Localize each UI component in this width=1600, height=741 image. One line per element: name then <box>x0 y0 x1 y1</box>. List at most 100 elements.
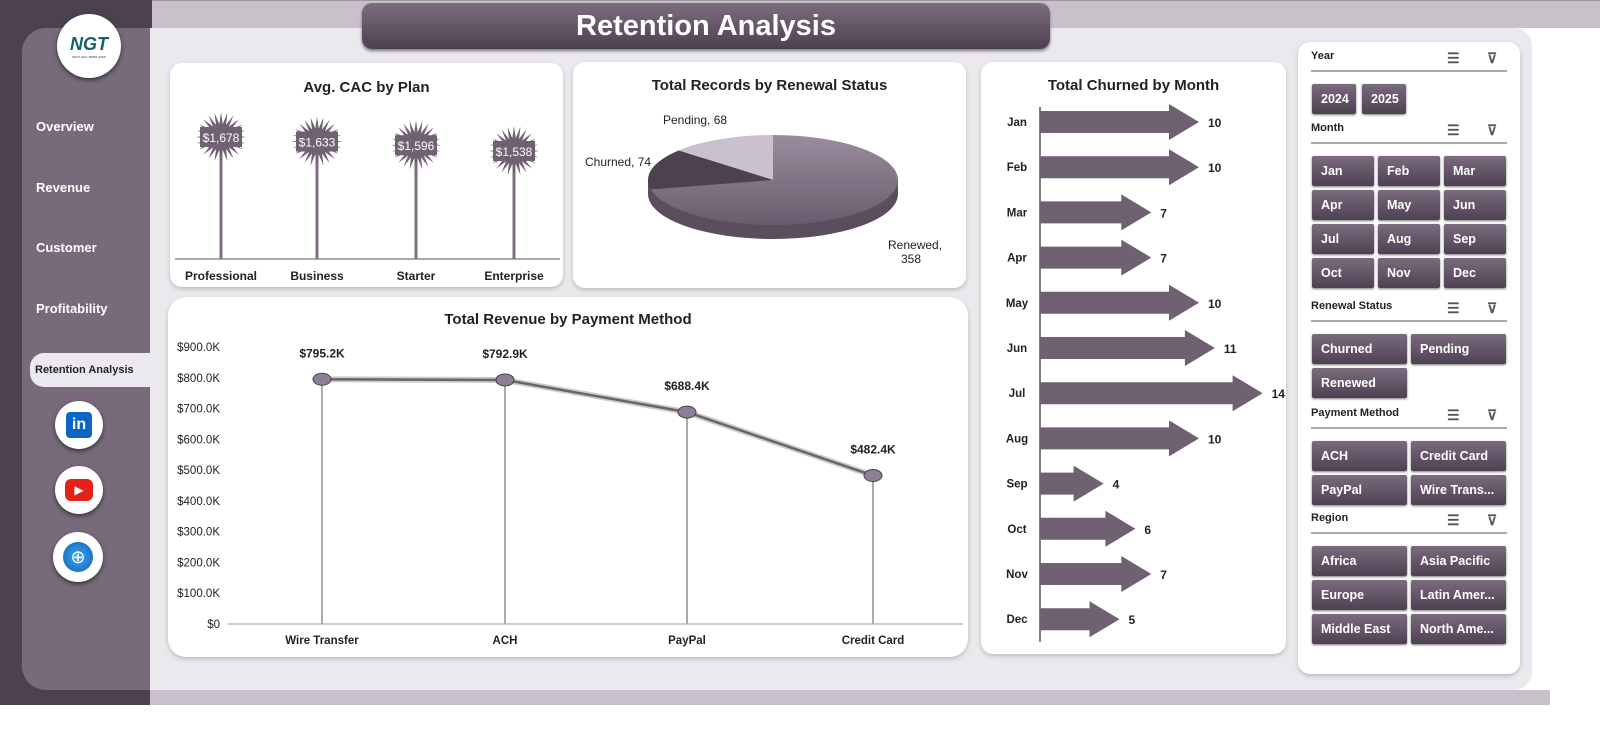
revenue-line <box>321 378 874 477</box>
churn-arrow-bar <box>1040 556 1152 592</box>
churn-arrow-bar <box>1040 104 1199 140</box>
nav-customer[interactable]: Customer <box>36 240 97 255</box>
revenue-data-label: $792.9K <box>482 347 528 361</box>
revenue-y-tick: $200.0K <box>177 557 220 569</box>
slicer-item-region[interactable]: Europe <box>1312 580 1407 610</box>
slicer-item-month[interactable]: May <box>1378 190 1440 220</box>
multi-select-icon[interactable]: ☰ <box>1447 407 1460 423</box>
slicer-header-month: Month☰⊽ <box>1311 122 1507 144</box>
churn-month-label: Jun <box>1007 343 1027 355</box>
nav-revenue[interactable]: Revenue <box>36 180 91 195</box>
cac-title: Avg. CAC by Plan <box>303 79 430 96</box>
churn-arrow-bar <box>1040 149 1199 186</box>
pie-slice-pending <box>678 135 773 180</box>
multi-select-icon[interactable]: ☰ <box>1447 300 1460 316</box>
slicer-item-region[interactable]: Latin Amer... <box>1411 580 1506 610</box>
slicer-item-year[interactable]: 2025 <box>1362 84 1406 114</box>
slicer-item-month[interactable]: Nov <box>1378 258 1440 288</box>
churn-value-label: 7 <box>1160 252 1167 266</box>
slicer-header-year: Year☰⊽ <box>1311 50 1507 72</box>
slicer-item-month[interactable]: Feb <box>1378 156 1440 186</box>
clear-filter-icon[interactable]: ⊽ <box>1487 407 1498 423</box>
revenue-y-tick: $100.0K <box>177 588 220 600</box>
multi-select-icon[interactable]: ☰ <box>1447 50 1460 66</box>
slicer-header-region: Region ☰ ⊽ <box>1311 512 1507 534</box>
slicer-item-renewal-status[interactable]: Churned <box>1312 334 1407 364</box>
revenue-y-tick: $900.0K <box>177 342 220 354</box>
logo-text: NGT <box>70 33 108 54</box>
slicer-item-payment-method[interactable]: Wire Trans... <box>1411 475 1506 505</box>
slicer-item-month[interactable]: Sep <box>1444 224 1506 254</box>
revenue-point-coins <box>677 405 697 419</box>
nav-overview[interactable]: Overview <box>36 119 94 134</box>
revenue-point-coins <box>312 372 332 386</box>
churn-month-label: Mar <box>1007 207 1028 219</box>
pie-label-pending: Pending, 68 <box>663 113 727 127</box>
cac-label-box <box>493 141 535 161</box>
churn-month-label: Jan <box>1007 117 1027 129</box>
churn-value-label: 10 <box>1208 116 1222 130</box>
globe-icon[interactable]: ⊕ <box>53 532 103 582</box>
churn-value-label: 14 <box>1272 387 1286 401</box>
linkedin-icon[interactable]: in <box>55 401 103 449</box>
slicer-item-month[interactable]: Mar <box>1444 156 1506 186</box>
slicer-item-region[interactable]: Africa <box>1312 546 1407 576</box>
pie-label-churned: Churned, 74 <box>585 155 651 169</box>
churn-month-label: Jul <box>1009 388 1026 400</box>
slicer-item-region[interactable]: North Ame... <box>1411 614 1506 644</box>
logo: NGT NEXT GEN TEMPLATES <box>57 14 121 78</box>
churn-arrow-bar <box>1040 194 1152 231</box>
churn-month-label: Apr <box>1007 253 1027 265</box>
churn-value-label: 5 <box>1129 613 1136 627</box>
slicer-item-month[interactable]: Oct <box>1312 258 1374 288</box>
churn-arrow-bar <box>1040 465 1104 502</box>
churn-month-label: Nov <box>1006 569 1028 581</box>
slicer-item-month[interactable]: Apr <box>1312 190 1374 220</box>
cac-label-box <box>296 131 338 152</box>
slicer-item-year[interactable]: 2024 <box>1312 84 1356 114</box>
slicer-item-payment-method[interactable]: PayPal <box>1312 475 1407 505</box>
slicer-item-payment-method[interactable]: ACH <box>1312 441 1407 471</box>
slicer-item-month[interactable]: Aug <box>1378 224 1440 254</box>
churn-arrow-bar <box>1040 601 1120 638</box>
slicer-item-month[interactable]: Jan <box>1312 156 1374 186</box>
multi-select-icon[interactable]: ☰ <box>1447 122 1460 138</box>
slicer-item-month[interactable]: Dec <box>1444 258 1506 288</box>
churn-month-label: Aug <box>1006 433 1028 445</box>
cac-value-label: $1,596 <box>398 139 435 153</box>
slicer-item-renewal-status[interactable]: Renewed <box>1312 368 1407 398</box>
multi-select-icon[interactable]: ☰ <box>1447 512 1460 528</box>
cac-value-label: $1,678 <box>203 131 240 145</box>
churn-value-label: 10 <box>1208 432 1222 446</box>
slicer-title: Region <box>1311 512 1349 524</box>
churn-arrow-bar <box>1040 375 1263 412</box>
clear-filter-icon[interactable]: ⊽ <box>1487 300 1498 316</box>
slicer-item-renewal-status[interactable]: Pending <box>1411 334 1506 364</box>
revenue-y-tick: $600.0K <box>177 434 220 446</box>
cac-category-label: Starter <box>397 269 436 283</box>
nav-retention-analysis[interactable]: Retention Analysis <box>30 353 150 387</box>
slicer-item-payment-method[interactable]: Credit Card <box>1411 441 1506 471</box>
revenue-card: Total Revenue by Payment Method $0$100.0… <box>168 297 968 657</box>
revenue-category-label: ACH <box>493 635 518 647</box>
page-title: Retention Analysis <box>362 3 1050 49</box>
clear-filter-icon[interactable]: ⊽ <box>1487 512 1498 528</box>
clear-filter-icon[interactable]: ⊽ <box>1487 50 1498 66</box>
churn-month-label: Oct <box>1007 524 1026 536</box>
renewal-card: Total Records by Renewal Status Pending,… <box>573 62 966 288</box>
youtube-icon[interactable]: ▶ <box>55 466 103 514</box>
pie-label-renewed: Renewed, <box>888 238 942 252</box>
slicer-item-region[interactable]: Asia Pacific <box>1411 546 1506 576</box>
slicer-header-payment-method: Payment Method☰⊽ <box>1311 407 1507 429</box>
cac-chart: $1,678Professional$1,633Business$1,596St… <box>175 112 560 283</box>
nav-profitability[interactable]: Profitability <box>36 301 108 316</box>
revenue-data-label: $482.4K <box>850 443 896 457</box>
revenue-y-tick: $500.0K <box>177 465 220 477</box>
slicer-item-month[interactable]: Jun <box>1444 190 1506 220</box>
slicer-item-region[interactable]: Middle East <box>1312 614 1407 644</box>
clear-filter-icon[interactable]: ⊽ <box>1487 122 1498 138</box>
revenue-data-label: $795.2K <box>299 346 345 360</box>
slicer-item-month[interactable]: Jul <box>1312 224 1374 254</box>
